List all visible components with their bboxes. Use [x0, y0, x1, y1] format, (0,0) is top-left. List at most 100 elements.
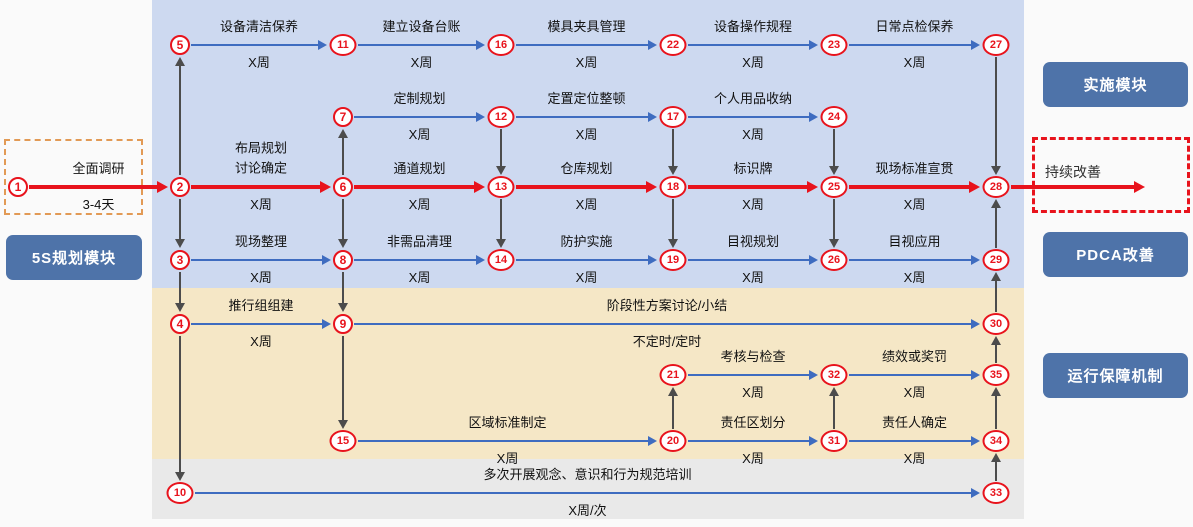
arrowhead-1-2 — [157, 180, 168, 193]
arrowhead-4-9 — [322, 319, 331, 329]
edge-line-26-29 — [849, 258, 972, 262]
implementation-region — [152, 0, 1024, 288]
arrowhead-down-4-10 — [175, 472, 185, 481]
edge-label: 非需品清理 — [386, 233, 452, 249]
edge-label: 个人用品收纳 — [713, 90, 792, 106]
edge-label: 考核与检查 — [720, 348, 786, 364]
arrowhead-down-25-26 — [829, 239, 839, 248]
arrowhead-18-25 — [807, 180, 818, 193]
arrowhead-up-6-7 — [338, 129, 348, 138]
node-17: 17 — [659, 106, 687, 128]
edge-label: 通道规划 — [393, 160, 446, 176]
node-6: 6 — [333, 177, 353, 197]
node-21: 21 — [659, 364, 687, 386]
edge-line-31-34 — [849, 439, 972, 443]
edge-line-19-26 — [688, 258, 810, 262]
arrowhead-6-13 — [474, 180, 485, 193]
arrowhead-22-23 — [809, 40, 818, 50]
edge-sublabel: X周 — [575, 197, 598, 212]
edge-vline-17-18 — [672, 129, 674, 167]
edge-line-2-6 — [191, 185, 321, 189]
edge-label: 日常点检保养 — [875, 18, 954, 34]
edge-sublabel: X周 — [250, 197, 272, 212]
arrowhead-11-16 — [476, 40, 485, 50]
edge-vline-8-9 — [342, 272, 344, 304]
edge-sublabel: X周 — [408, 127, 431, 142]
node-34: 34 — [982, 430, 1010, 452]
edge-vline-13-14 — [500, 199, 502, 240]
arrowhead-9-30 — [971, 319, 980, 329]
node-11: 11 — [329, 34, 357, 56]
edge-line-9-30 — [354, 322, 972, 326]
edge-vline-29-28 — [995, 207, 997, 248]
arrowhead-up-31-32 — [829, 387, 839, 396]
arrowhead-13-18 — [646, 180, 657, 193]
edge-sublabel: 不定时/定时 — [632, 334, 702, 349]
edge-line-18-25 — [688, 185, 808, 189]
edge-line-11-16 — [358, 43, 477, 47]
edge-line-13-18 — [516, 185, 647, 189]
edge-label: 布局规划 讨论确定 — [234, 140, 287, 176]
node-12: 12 — [487, 106, 515, 128]
edge-label: 设备操作规程 — [713, 18, 792, 34]
edge-label: 仓库规划 — [560, 160, 613, 176]
edge-line-3-8 — [191, 258, 323, 262]
edge-vline-24-25 — [833, 129, 835, 167]
node-7: 7 — [333, 107, 353, 127]
node-1: 1 — [8, 177, 28, 197]
edge-vline-12-13 — [500, 129, 502, 167]
edge-label: 绩效或奖罚 — [881, 348, 947, 364]
operation-mechanism-box: 运行保障机制 — [1043, 353, 1188, 398]
planning-module-label: 5S规划模块 — [31, 250, 117, 267]
edge-sublabel: X周 — [410, 55, 433, 70]
edge-label: 责任人确定 — [881, 414, 947, 430]
edge-line-21-32 — [688, 373, 810, 377]
edge-vline-6-7 — [342, 137, 344, 175]
node-24: 24 — [820, 106, 848, 128]
arrowhead-2-6 — [320, 180, 331, 193]
arrowhead-down-17-18 — [668, 166, 678, 175]
edge-sublabel: X周 — [248, 55, 270, 70]
edge-label: 目视应用 — [888, 233, 941, 249]
arrowhead-7-12 — [476, 112, 485, 122]
edge-label: 阶段性方案讨论/小结 — [606, 297, 728, 313]
edge-line-15-20 — [358, 439, 649, 443]
arrowhead-down-24-25 — [829, 166, 839, 175]
operation-mechanism-label: 运行保障机制 — [1067, 368, 1164, 385]
edge-label: 多次开展观念、意识和行为规范培训 — [483, 466, 692, 482]
arrowhead-25-28 — [969, 180, 980, 193]
edge-label: 全面调研 — [72, 160, 125, 176]
arrowhead-up-33-34 — [991, 453, 1001, 462]
edge-sublabel: X周 — [575, 270, 598, 285]
arrowhead-up-30-29 — [991, 272, 1001, 281]
edge-vline-2-3 — [179, 199, 181, 240]
edge-line-8-14 — [354, 258, 477, 262]
edge-line-16-22 — [516, 43, 649, 47]
survey-dashed-box — [4, 139, 143, 215]
arrowhead-5-11 — [318, 40, 327, 50]
edge-line-22-23 — [688, 43, 810, 47]
node-14: 14 — [487, 249, 515, 271]
continuous-improvement-label: 持续改善 — [1045, 164, 1101, 180]
edge-line-28-out — [1011, 185, 1135, 189]
arrowhead-3-8 — [322, 255, 331, 265]
edge-line-25-28 — [849, 185, 970, 189]
edge-label: 目视规划 — [726, 233, 779, 249]
arrowhead-15-20 — [648, 436, 657, 446]
edge-label: 模具夹具管理 — [547, 18, 626, 34]
arrowhead-down-8-9 — [338, 303, 348, 312]
pdca-module-label: PDCA改善 — [1076, 247, 1155, 264]
edge-sublabel: X周 — [742, 385, 764, 400]
edge-vline-27-28 — [995, 57, 997, 167]
edge-sublabel: X周 — [408, 197, 431, 212]
edge-label: 建立设备台账 — [382, 18, 461, 34]
node-4: 4 — [170, 314, 190, 334]
arrowhead-28-out — [1134, 180, 1145, 193]
edge-sublabel: X周 — [250, 270, 272, 285]
arrowhead-down-13-14 — [496, 239, 506, 248]
edge-line-12-17 — [516, 115, 649, 119]
node-18: 18 — [659, 176, 687, 198]
node-3: 3 — [170, 250, 190, 270]
arrowhead-32-35 — [971, 370, 980, 380]
